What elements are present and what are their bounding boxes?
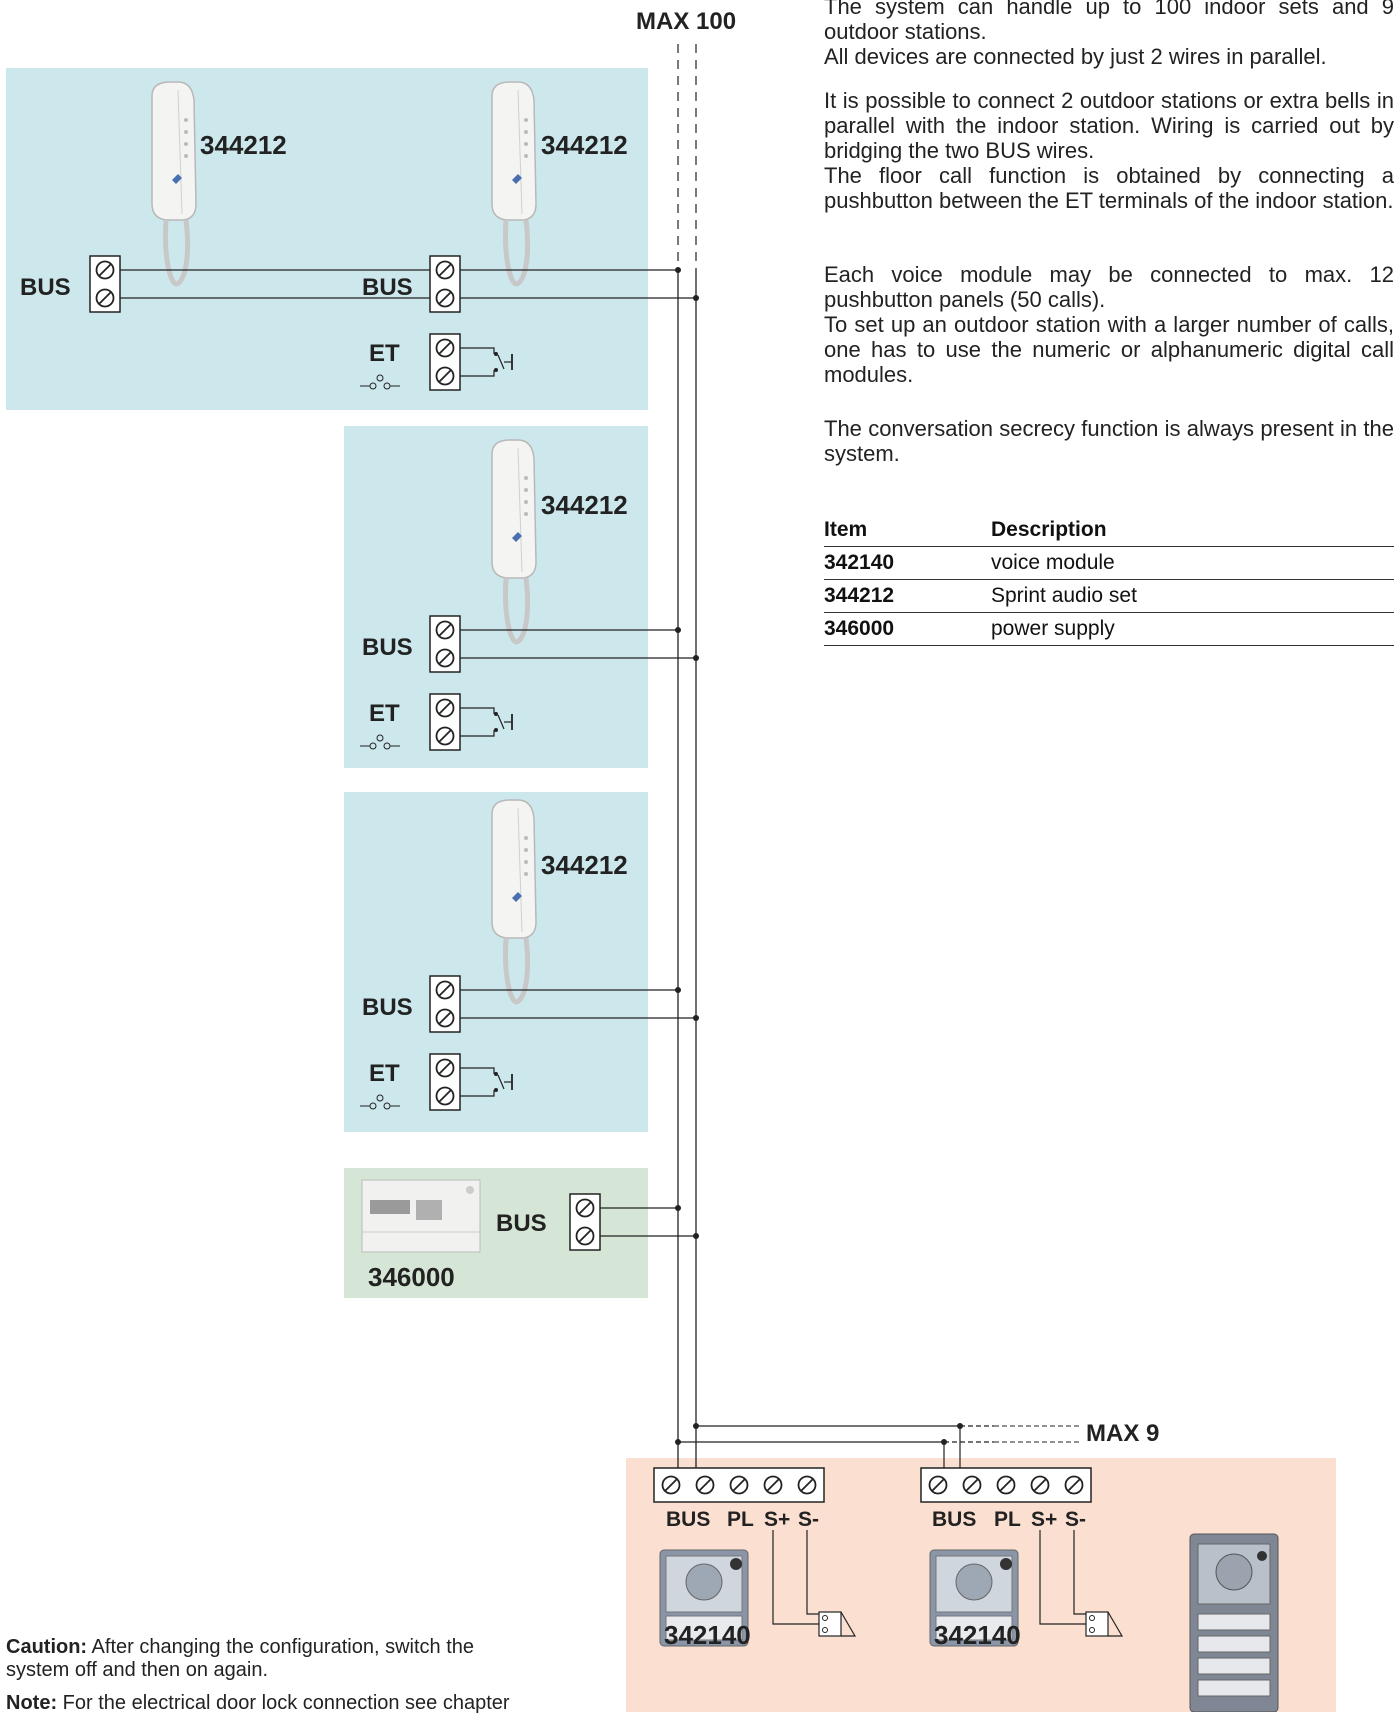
power-supply-code: 346000 [368,1262,455,1292]
indoor-station-panel-1 [6,68,648,410]
terminal-sminus-label: S- [1065,1508,1086,1531]
item-code: 344212 [824,579,991,613]
item-code: 346000 [824,612,991,646]
bus-label: BUS [496,1210,547,1237]
description-p3: Each voice module may be connected to ma… [824,262,1394,387]
caution-text: After changing the configuration, switch… [6,1636,474,1681]
table-header-row: Item Description [824,514,1394,547]
terminal-pl-label: PL [994,1508,1021,1531]
description-p1: The system can handle up to 100 indoor s… [824,0,1394,69]
handset-code: 344212 [541,850,628,880]
voice-module-code: 342140 [934,1620,1021,1650]
table-row: 344212 Sprint audio set [824,579,1394,613]
max-9-label: MAX 9 [1086,1420,1160,1447]
description-p4: The conversation secrecy function is alw… [824,416,1394,466]
item-code: 342140 [824,546,991,580]
items-table: Item Description 342140 voice module 344… [824,514,1394,646]
terminal-splus-label: S+ [764,1508,791,1531]
table-row: 346000 power supply [824,612,1394,646]
et-label: ET [369,700,400,727]
handset-code: 344212 [541,130,628,160]
bus-label: BUS [362,994,413,1021]
caution-note: Caution: After changing the configuratio… [6,1636,526,1682]
terminal-bus-label: BUS [666,1508,711,1531]
power-supply-unit [361,1179,481,1253]
caution-label: Caution: [6,1636,88,1658]
item-description: Sprint audio set [991,579,1394,613]
header-description: Description [991,514,1394,547]
terminal-splus-label: S+ [1031,1508,1058,1531]
table-row: 342140 voice module [824,546,1394,580]
max-100-label: MAX 100 [636,8,737,35]
note-label: Note: [6,1692,58,1714]
bus-label: BUS [362,274,413,301]
bus-label: BUS [20,274,71,301]
note-text: For the electrical door lock connection … [57,1692,510,1714]
et-label: ET [369,340,400,367]
pushbutton-panel-module [1189,1533,1279,1712]
door-lock-note: Note: For the electrical door lock conne… [6,1692,526,1715]
description-p2: It is possible to connect 2 outdoor stat… [824,88,1394,213]
item-description: voice module [991,546,1394,580]
bus-label: BUS [362,634,413,661]
terminal-bus-label: BUS [932,1508,977,1531]
item-description: power supply [991,612,1394,646]
terminal-sminus-label: S- [798,1508,819,1531]
et-label: ET [369,1060,400,1087]
terminal-pl-label: PL [727,1508,754,1531]
header-item: Item [824,514,991,547]
voice-module-code: 342140 [664,1620,751,1650]
handset-code: 344212 [200,130,287,160]
handset-code: 344212 [541,490,628,520]
